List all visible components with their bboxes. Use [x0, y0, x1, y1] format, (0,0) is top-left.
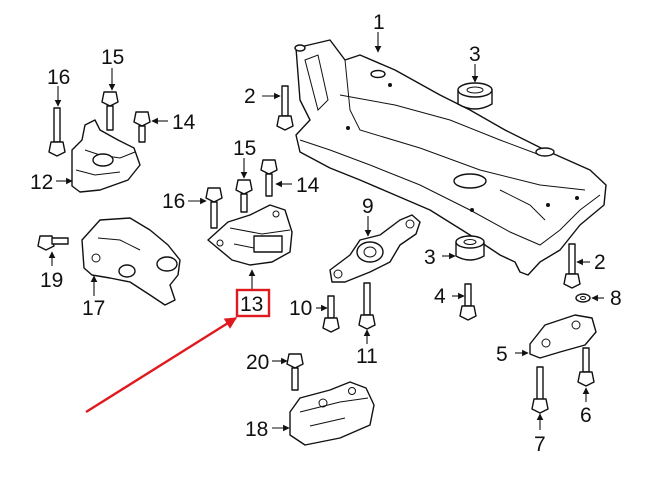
bolt-4	[459, 283, 477, 321]
bolt-15-middle	[235, 179, 253, 213]
mount-17	[81, 217, 181, 306]
subframe-part	[294, 39, 607, 276]
bolt-16-middle	[205, 187, 223, 229]
bushing-upper-part	[457, 82, 493, 110]
callout-10: 10	[289, 297, 312, 320]
callout-15-upper: 15	[101, 46, 124, 69]
callout-4: 4	[434, 285, 446, 308]
bushing-lower-part	[455, 235, 485, 261]
callout-20: 20	[246, 351, 269, 374]
bolt-14-middle	[260, 159, 278, 197]
callout-3-upper: 3	[469, 43, 481, 66]
bracket-18	[289, 381, 375, 446]
bracket-5	[529, 314, 597, 359]
callout-19: 19	[40, 269, 63, 292]
callout-2-lower: 2	[594, 251, 606, 274]
callout-14-middle: 14	[296, 174, 320, 197]
callout-3-lower: 3	[424, 246, 436, 269]
mount-12	[71, 119, 141, 193]
callout-16-middle: 16	[162, 190, 185, 213]
callout-12: 12	[30, 171, 53, 194]
bolt-10	[322, 295, 340, 333]
washer-8	[575, 293, 591, 303]
callout-labels: 1 2 2 3 3 4 5 6 7 8 9 10 11 12 13 14 14 …	[30, 11, 622, 456]
bolt-16-upper	[48, 107, 66, 157]
torque-rod-9	[329, 214, 421, 283]
callout-13-highlight-box	[235, 288, 271, 318]
callout-8: 8	[610, 287, 622, 310]
bolt-6	[577, 347, 595, 387]
callout-1: 1	[373, 11, 385, 34]
callout-16-upper: 16	[47, 66, 70, 89]
mount-13	[207, 204, 293, 266]
bolt-14-upper	[133, 111, 151, 143]
callout-15-middle: 15	[233, 137, 256, 160]
bolt-2-upper	[276, 85, 294, 131]
callout-18: 18	[245, 418, 268, 441]
leader-lines	[48, 32, 604, 432]
callout-2-upper: 2	[244, 85, 256, 108]
bolt-2-lower	[563, 243, 581, 289]
bolt-19	[37, 235, 69, 251]
callout-5: 5	[496, 343, 508, 366]
pointer-arrow	[85, 316, 238, 414]
callout-13: 13	[240, 293, 263, 316]
callout-14-upper: 14	[172, 111, 196, 134]
callout-7: 7	[534, 433, 546, 456]
bolt-15-upper	[101, 91, 119, 131]
callout-6: 6	[580, 404, 592, 427]
callout-17: 17	[82, 297, 105, 320]
callout-9: 9	[362, 195, 374, 218]
bolt-11	[358, 282, 376, 330]
bolt-20	[286, 353, 304, 391]
callout-11: 11	[356, 345, 378, 368]
bolt-7	[531, 366, 549, 414]
